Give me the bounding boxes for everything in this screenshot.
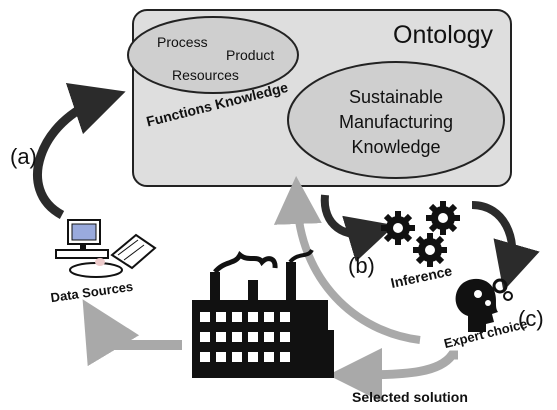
step-c-label: (c) — [518, 306, 544, 331]
step-a-label: (a) — [10, 144, 37, 169]
expert-head-icon — [455, 278, 513, 332]
step-b-label: (b) — [348, 253, 375, 278]
selected-solution-label: Selected solution — [352, 389, 468, 405]
arrow-a — [33, 82, 126, 219]
arrow-to-expert — [471, 201, 540, 292]
sustainable-line2: Manufacturing — [339, 112, 453, 132]
sustainable-line3: Knowledge — [351, 137, 440, 157]
sustainable-line1: Sustainable — [349, 87, 443, 107]
factory-icon — [192, 248, 334, 378]
functions-knowledge-ellipse — [127, 16, 299, 94]
gears-icon — [381, 201, 460, 267]
arrow-to-inference — [320, 194, 396, 262]
data-sources-label: Data Sources — [50, 279, 134, 305]
data-sources-icon — [55, 219, 157, 278]
sustainable-knowledge-ellipse — [287, 61, 505, 179]
process-label: Process — [157, 34, 208, 50]
arrow-factory-to-sources — [82, 299, 182, 367]
product-label: Product — [226, 47, 274, 63]
arrow-feedback — [273, 176, 421, 344]
arrow-selected-solution — [328, 347, 458, 402]
resources-label: Resources — [172, 67, 239, 83]
ontology-title: Ontology — [393, 21, 494, 49]
inference-label: Inference — [389, 262, 453, 291]
